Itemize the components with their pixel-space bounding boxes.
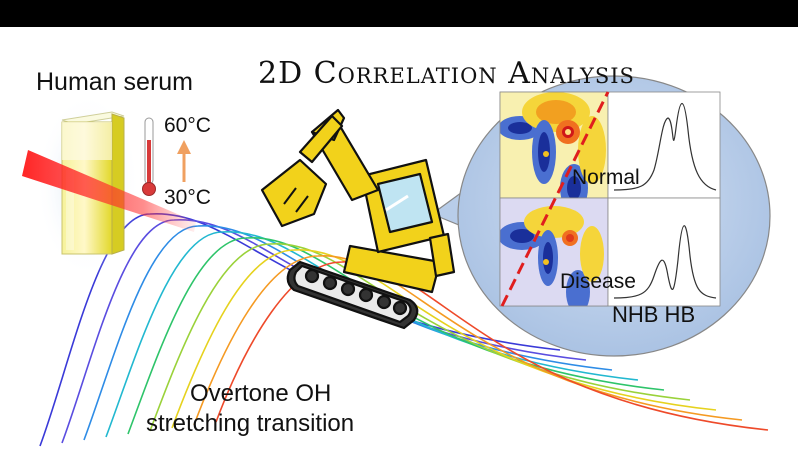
spectrum-curve xyxy=(149,243,691,432)
temperature-low-label: 30°C xyxy=(164,186,211,209)
disease-label: Disease xyxy=(560,270,636,293)
temperature-high-label: 60°C xyxy=(164,114,211,137)
spectra-curves xyxy=(39,213,769,447)
band-labels: NHB HB xyxy=(612,302,696,327)
caption-line-2: stretching transition xyxy=(146,410,355,437)
laser-beam xyxy=(22,150,196,232)
spectrum-normal xyxy=(607,91,721,199)
sample-label: Human serum xyxy=(36,68,193,96)
heating-arrow-icon xyxy=(177,140,191,182)
correlation-map-normal xyxy=(499,91,609,199)
thermometer-icon xyxy=(142,117,156,196)
correlation-map-disease xyxy=(499,197,609,307)
spectrum-curve xyxy=(171,249,717,429)
correlation-diagonal xyxy=(500,91,610,307)
spectrum-curve xyxy=(127,237,665,435)
spectrum-disease xyxy=(607,197,721,307)
normal-label: Normal xyxy=(572,166,640,189)
top-bar xyxy=(0,0,798,27)
caption-line-1: Overtone OH xyxy=(190,380,332,407)
excavator-icon xyxy=(260,108,456,330)
diagram-title: 2D Correlation Analysis xyxy=(258,56,635,91)
